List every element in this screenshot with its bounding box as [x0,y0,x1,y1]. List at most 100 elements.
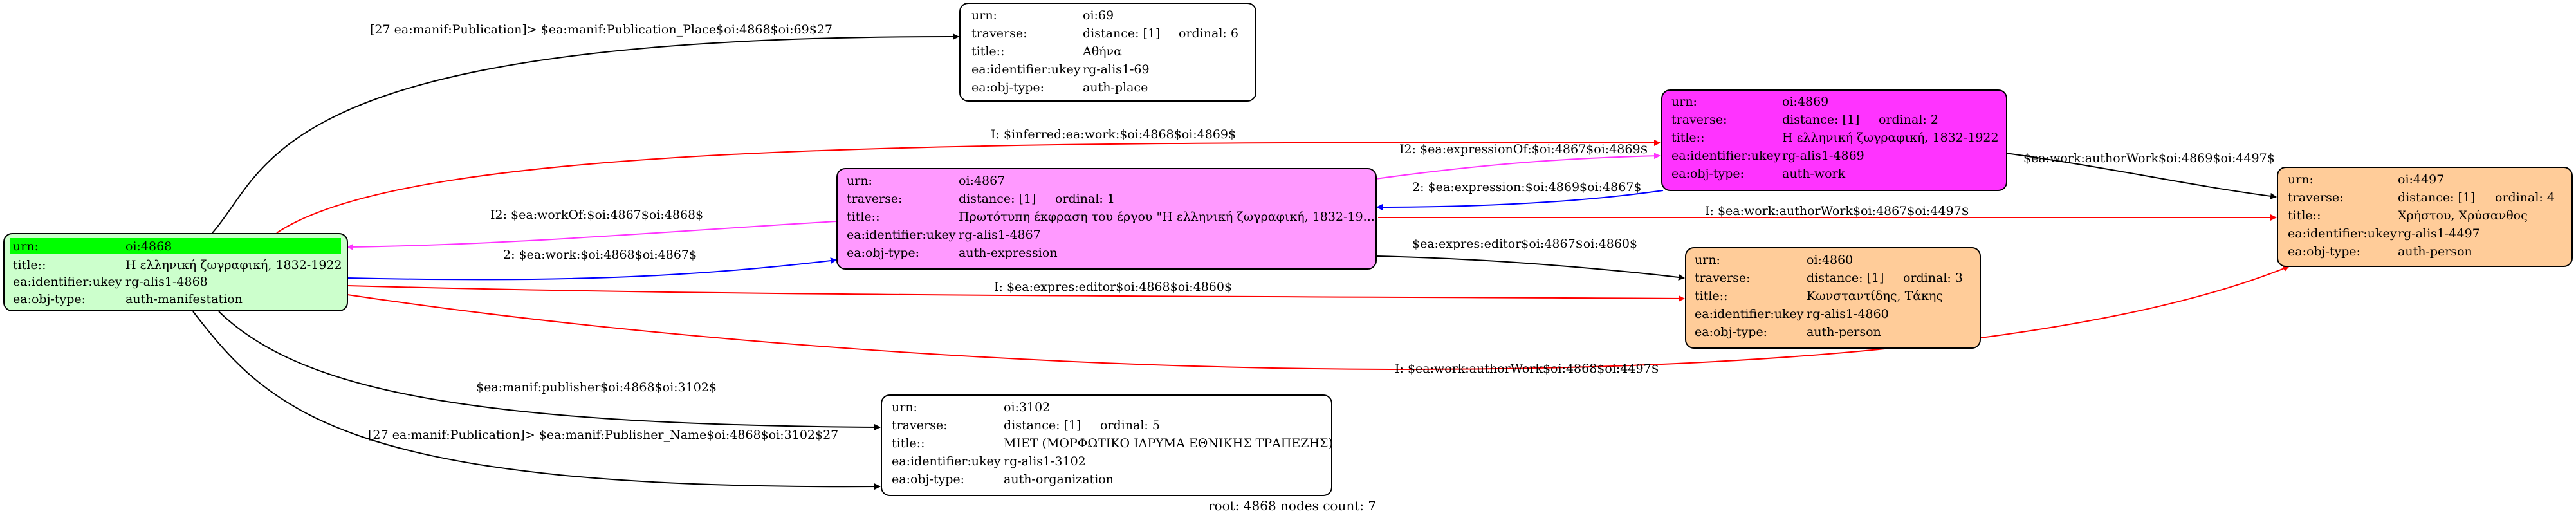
node-69-val-2: Αθήνα [1082,44,1122,59]
node-4869-val-1: distance: [1] [1782,113,1859,127]
node-4497-extra-1: ordinal: 4 [2495,190,2555,205]
node-4868-val-1: Η ελληνική ζωγραφική, 1832-1922 [125,258,342,272]
node-4868-val-0: oi:4868 [125,239,172,254]
node-3102-key-1: traverse: [892,418,948,432]
node-4497-val-0: oi:4497 [2398,172,2444,187]
node-4869-key-3: ea:identifier:ukey [1671,149,1781,163]
node-4860-key-2: title:: [1695,289,1727,303]
node-4867-val-4: auth-expression [959,246,1058,260]
node-4869-key-1: traverse: [1671,113,1727,127]
node-header-highlight [10,238,341,254]
edge-label-work: 2: $ea:work:$oi:4868$oi:4867$ [503,248,697,262]
node-4867-key-0: urn: [847,174,872,188]
edge-author-work-4867: I: $ea:work:authorWork$oi:4867$oi:4497$ [1378,204,2277,221]
node-3102-val-0: oi:3102 [1004,400,1050,414]
node-4497-val-3: rg-alis1-4497 [2398,227,2480,241]
node-4497-key-1: traverse: [2288,190,2344,205]
node-69-key-3: ea:identifier:ukey [971,62,1081,77]
edge-publisher: $ea:manif:publisher$oi:4868$oi:3102$ [218,311,881,430]
node-69-key-2: title:: [971,44,1004,59]
node-69-extra-1: ordinal: 6 [1179,26,1238,41]
node-4869-val-0: oi:4869 [1782,95,1828,109]
node-4869-val-2: Η ελληνική ζωγραφική, 1832-1922 [1782,131,1999,145]
node-3102-val-4: auth-organization [1004,472,1114,486]
node-4867-val-1: distance: [1] [959,192,1036,206]
node-4497-key-4: ea:obj-type: [2288,245,2360,259]
edge-label-author-work-4867: I: $ea:work:authorWork$oi:4867$oi:4497$ [1705,204,1969,218]
node-4867-key-2: title:: [847,210,879,224]
edge-expression: 2: $ea:expression:$oi:4869$oi:4867$ [1376,180,1664,210]
edge-label-expres-editor-4868: I: $ea:expres:editor$oi:4868$oi:4860$ [994,280,1232,294]
node-3102-extra-1: ordinal: 5 [1100,418,1160,432]
node-69-key-1: traverse: [971,26,1027,41]
node-4860-key-4: ea:obj-type: [1695,325,1767,339]
edge-work-of: I2: $ea:workOf:$oi:4867$oi:4868$ [347,208,837,250]
node-4869-key-4: ea:obj-type: [1671,167,1744,181]
node-4860-extra-1: ordinal: 3 [1903,271,1963,285]
edge-author-work-4869: $ea:work:authorWork$oi:4869$oi:4497$ [2005,151,2277,199]
edge-label-expres-editor-4867: $ea:expres:editor$oi:4867$oi:4860$ [1412,237,1637,251]
node-oi-4497[interactable]: urn: oi:4497 traverse: distance: [1] ord… [2277,167,2573,267]
node-69-key-4: ea:obj-type: [971,80,1044,95]
node-4860-val-2: Κωνσταντίδης, Τάκης [1807,289,1943,303]
graph-footer: root: 4868 nodes count: 7 [1208,498,1376,513]
node-3102-val-3: rg-alis1-3102 [1004,454,1086,468]
node-4869-extra-1: ordinal: 2 [1879,113,1938,127]
node-4867-val-3: rg-alis1-4867 [959,228,1041,242]
node-4868-key-0: urn: [13,239,39,254]
node-4869-val-4: auth-work [1782,167,1846,181]
node-oi-4869[interactable]: urn: oi:4869 traverse: distance: [1] ord… [1661,89,2007,191]
node-69-val-4: auth-place [1083,80,1148,95]
node-4868-val-2: rg-alis1-4868 [125,275,208,289]
node-4860-val-0: oi:4860 [1807,253,1853,267]
node-4497-key-2: title:: [2288,208,2321,223]
node-4868-key-1: title:: [13,258,46,272]
node-oi-4867[interactable]: urn: oi:4867 traverse: distance: [1] ord… [836,168,1377,270]
edge-publication-place: [27 ea:manif:Publication]> $ea:manif:Pub… [212,23,959,234]
node-69-val-1: distance: [1] [1083,26,1160,41]
node-3102-val-2: ΜΙΕΤ (ΜΟΡΦΩΤΙΚΟ ΙΔΡΥΜΑ ΕΘΝΙΚΗΣ ΤΡΑΠΕΖΗΣ) [1004,436,1333,450]
edge-work: 2: $ea:work:$oi:4868$oi:4867$ [347,248,837,281]
edge-expres-editor-4868: I: $ea:expres:editor$oi:4868$oi:4860$ [347,280,1685,302]
node-4860-val-4: auth-person [1807,325,1881,339]
node-oi-4860[interactable]: urn: oi:4860 traverse: distance: [1] ord… [1685,247,1981,349]
edge-label-expression-of: I2: $ea:expressionOf:$oi:4867$oi:4869$ [1399,142,1648,156]
node-4868-key-3: ea:obj-type: [13,292,86,306]
node-4867-val-0: oi:4867 [959,174,1005,188]
node-oi-69[interactable]: urn: oi:69 traverse: distance: [1] ordin… [959,3,1256,102]
node-4869-key-2: title:: [1671,131,1704,145]
edge-expres-editor-4867: $ea:expres:editor$oi:4867$oi:4860$ [1376,237,1685,281]
node-3102-key-3: ea:identifier:ukey [892,454,1001,468]
node-4497-key-3: ea:identifier:ukey [2288,227,2397,241]
edge-label-publication-place: [27 ea:manif:Publication]> $ea:manif:Pub… [370,23,833,37]
node-4860-key-1: traverse: [1695,271,1751,285]
node-3102-key-0: urn: [892,400,917,414]
edge-label-inferred-work: I: $inferred:ea:work:$oi:4868$oi:4869$ [991,127,1236,142]
edge-label-expression: 2: $ea:expression:$oi:4869$oi:4867$ [1412,180,1642,194]
node-4497-val-2: Χρήστου, Χρύσανθος [2398,208,2528,223]
node-4860-key-3: ea:identifier:ukey [1695,307,1804,321]
node-4869-key-0: urn: [1671,95,1697,109]
node-oi-3102[interactable]: urn: oi:3102 traverse: distance: [1] ord… [881,394,1333,496]
node-3102-val-1: distance: [1] [1004,418,1081,432]
edge-label-work-of: I2: $ea:workOf:$oi:4867$oi:4868$ [490,208,703,222]
edge-publisher-name: [27 ea:manif:Publication]> $ea:manif:Pub… [192,311,881,490]
edge-inferred-work: I: $inferred:ea:work:$oi:4868$oi:4869$ [276,127,1661,234]
node-4497-val-1: distance: [1] [2398,190,2475,205]
node-4860-key-0: urn: [1695,253,1720,267]
node-4867-key-1: traverse: [847,192,903,206]
node-4867-key-3: ea:identifier:ukey [847,228,956,242]
edge-label-author-work-4869: $ea:work:authorWork$oi:4869$oi:4497$ [2023,151,2275,165]
edge-label-publisher-name: [27 ea:manif:Publication]> $ea:manif:Pub… [368,428,838,442]
node-4497-key-0: urn: [2288,172,2314,187]
edge-label-publisher: $ea:manif:publisher$oi:4868$oi:3102$ [476,380,717,394]
node-4497-val-4: auth-person [2398,245,2472,259]
node-69-val-3: rg-alis1-69 [1083,62,1150,77]
node-69-key-0: urn: [971,8,997,23]
node-4867-val-2: Πρωτότυπη έκφραση του έργου "Η ελληνική … [959,210,1375,224]
edge-author-work-4868: I: $ea:work:authorWork$oi:4868$oi:4497$ [347,265,2290,376]
node-4868-val-3: auth-manifestation [125,292,243,306]
node-4869-val-3: rg-alis1-4869 [1782,149,1864,163]
node-4860-val-3: rg-alis1-4860 [1807,307,1889,321]
node-oi-4868[interactable]: urn: oi:4868 title:: Η ελληνική ζωγραφικ… [3,233,348,311]
